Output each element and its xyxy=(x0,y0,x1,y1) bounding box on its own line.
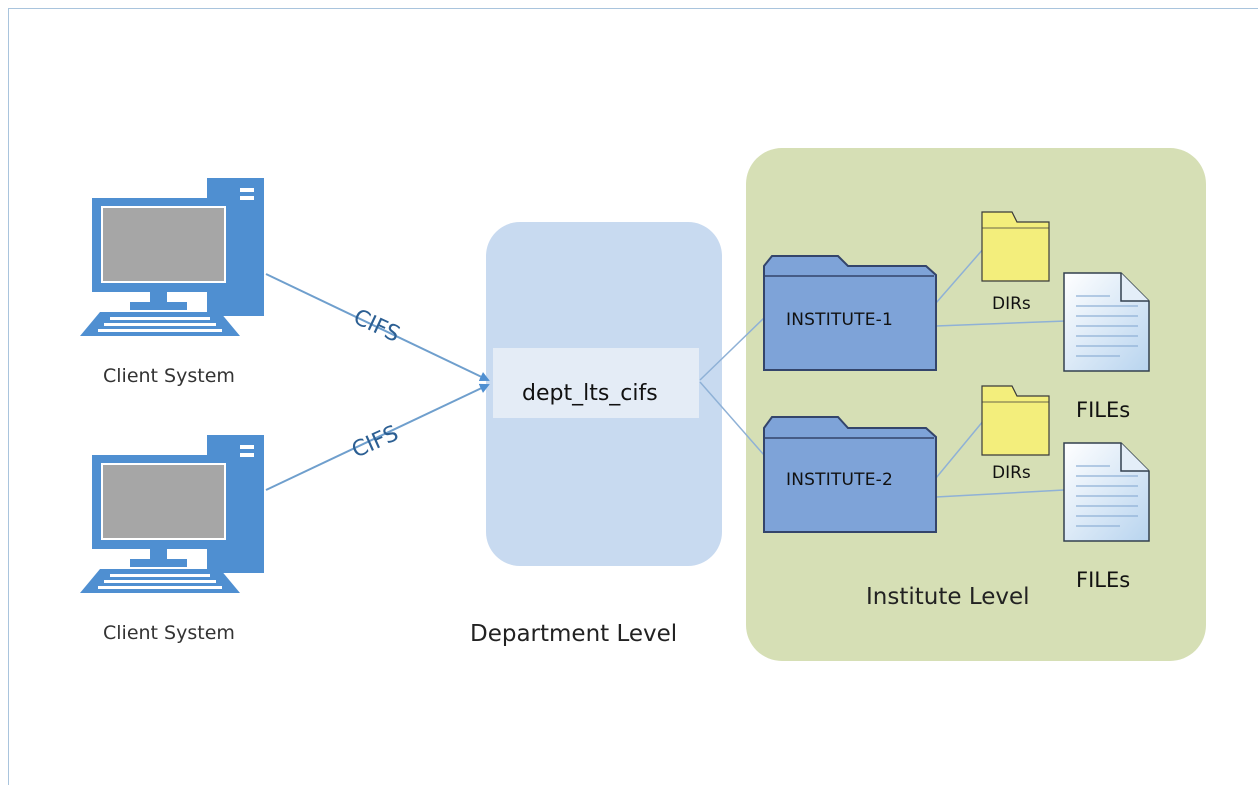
folder-icon xyxy=(763,416,937,533)
share-to-institute-2-line xyxy=(699,381,765,456)
cifs-connector-2 xyxy=(265,383,490,491)
dirs-label-1: DIRs xyxy=(992,294,1031,314)
diagram-frame xyxy=(8,8,1258,785)
share-to-institute-1-line xyxy=(699,317,765,381)
computer-icon xyxy=(80,435,264,593)
institute-1-label: INSTITUTE-1 xyxy=(786,310,894,330)
institute-level-label: Institute Level xyxy=(866,584,1030,610)
folder-icon xyxy=(981,385,1050,456)
institute-1-to-files-line xyxy=(935,320,1067,327)
folder-icon xyxy=(981,211,1050,282)
cifs-label-2: CIFS xyxy=(348,421,402,463)
cifs-connector-1 xyxy=(265,273,490,382)
files-label-1: FILEs xyxy=(1076,398,1131,422)
cifs-label-1: CIFS xyxy=(349,305,403,348)
computer-icon xyxy=(80,178,264,336)
department-share-box xyxy=(493,348,699,418)
institute-2-to-files-line xyxy=(935,489,1065,498)
client-system-label-2: Client System xyxy=(103,622,235,644)
folder-icon xyxy=(763,255,937,371)
department-level-label: Department Level xyxy=(470,621,678,647)
institute-1-to-dirs-line xyxy=(935,247,985,304)
department-share-name: dept_lts_cifs xyxy=(522,381,658,406)
file-icon xyxy=(1063,442,1150,542)
institute-2-to-dirs-line xyxy=(935,419,985,479)
institute-2-label: INSTITUTE-2 xyxy=(786,470,894,490)
files-label-2: FILEs xyxy=(1076,568,1131,592)
dirs-label-2: DIRs xyxy=(992,463,1031,483)
file-icon xyxy=(1063,272,1150,372)
client-system-label-1: Client System xyxy=(103,365,235,387)
